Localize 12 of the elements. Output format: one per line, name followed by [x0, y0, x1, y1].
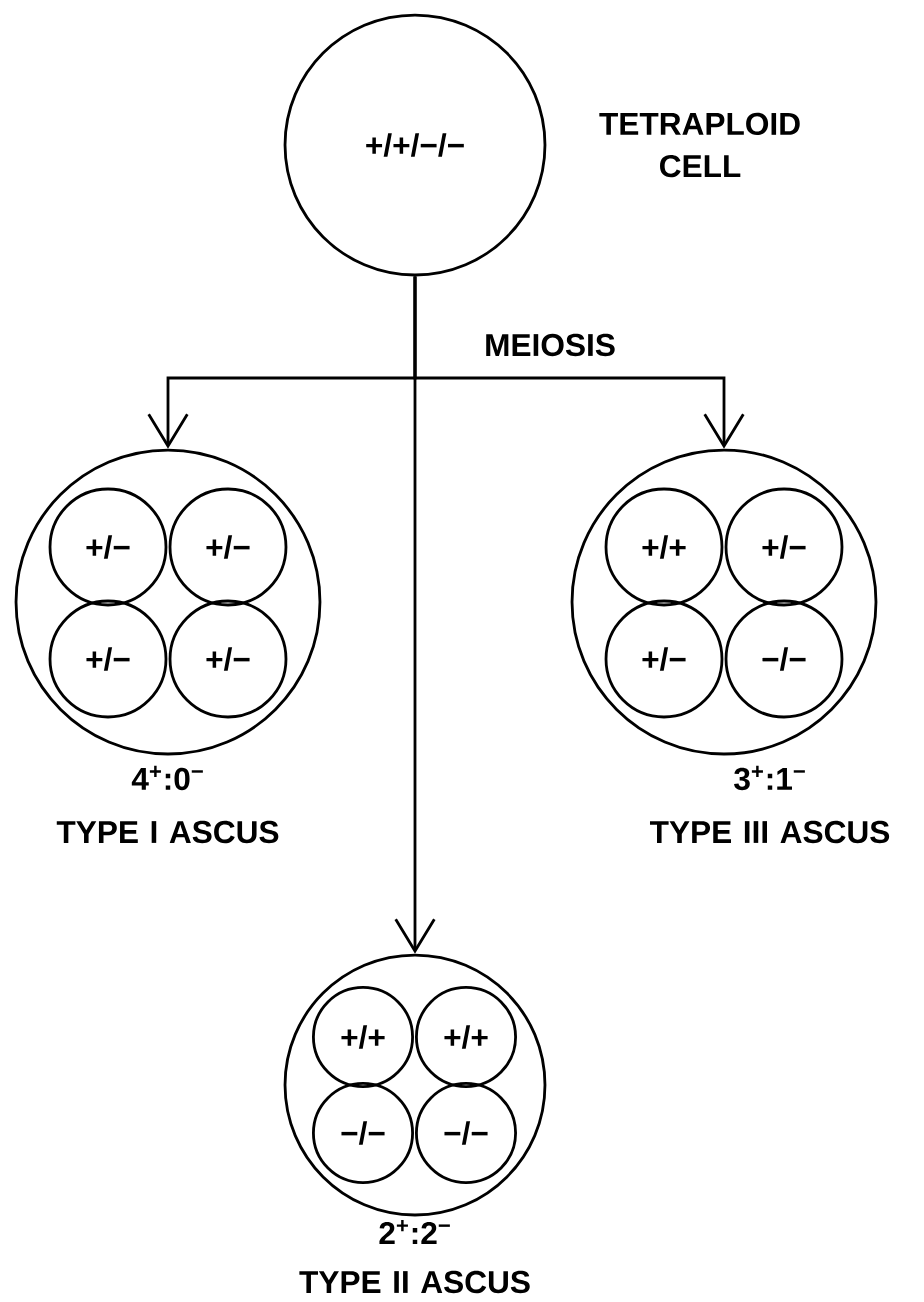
- node-label: TYPE II ASCUS: [299, 1270, 530, 1294]
- process-label: MEIOSIS: [480, 330, 620, 360]
- node-label: 2$^{+}$:2$^{−}$: [379, 1220, 450, 1244]
- node-label: TETRAPLOID CELL: [599, 112, 800, 178]
- node-label: TYPE III ASCUS: [650, 820, 890, 844]
- ascus-circle: [14, 448, 322, 756]
- node-label: 4$^{+}$:0$^{−}$: [131, 765, 203, 791]
- node-label: TYPE I ASCUS: [56, 820, 279, 844]
- ascus-circle: [570, 448, 878, 756]
- ascus-circle: [283, 953, 547, 1217]
- arrow: [394, 276, 436, 954]
- node-label: 3$^{+}$:1$^{−}$: [734, 765, 805, 791]
